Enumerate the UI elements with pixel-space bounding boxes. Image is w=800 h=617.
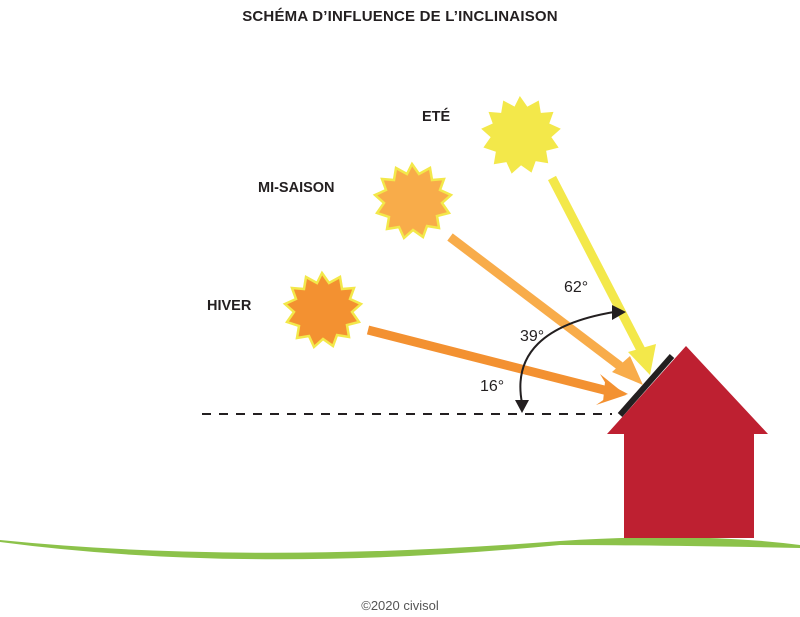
ray-midseason-arrow [447,233,643,385]
solar-panel [617,354,675,417]
ray-summer-arrow [548,175,656,375]
angle-arc [515,305,626,413]
ray-winter-arrow [366,325,628,405]
angle-label-winter: 16° [480,378,505,395]
angle-label-midseason: 39° [520,328,545,345]
sun-winter-icon [282,270,364,350]
ground-hill [0,537,800,560]
house-icon [607,346,768,538]
sun-summer-icon [481,96,561,174]
season-label-midseason: MI-SAISON [258,180,335,196]
season-label-summer: ETÉ [422,109,451,125]
sun-midseason-icon [372,161,454,241]
copyright-footer: ©2020 civisol [361,598,439,613]
angle-label-summer: 62° [564,279,589,296]
diagram-title: SCHÉMA D’INFLUENCE DE L’INCLINAISON [242,8,558,25]
season-label-winter: HIVER [207,298,252,314]
